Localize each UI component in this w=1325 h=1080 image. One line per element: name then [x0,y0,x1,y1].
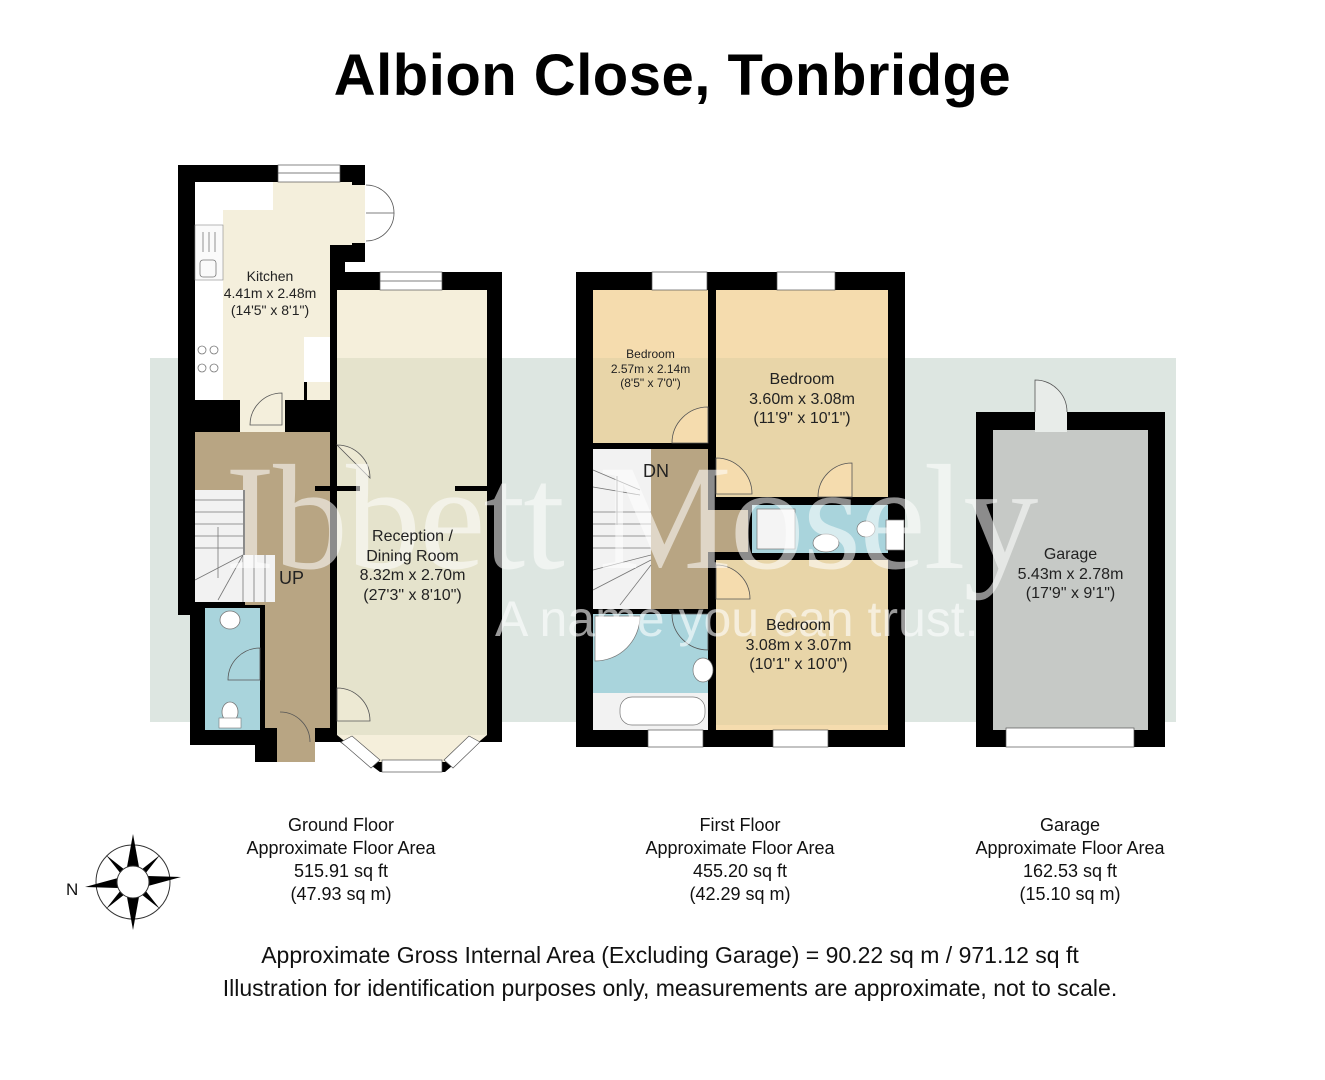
room-label-bedroom-large: Bedroom 3.60m x 3.08m (11'9" x 10'1") [749,371,855,428]
compass-north-label: N [66,880,79,899]
garage-summary: Garage Approximate Floor Area 162.53 sq … [975,815,1165,904]
stairs-down-label: DN [643,461,669,481]
room-label-reception: Reception / Dining Room 8.32m x 2.70m (2… [359,528,466,604]
page-title: Albion Close, Tonbridge [333,43,1012,108]
room-label-kitchen: Kitchen 4.41m x 2.48m (14'5" x 8'1") [223,268,317,319]
room-label-bedroom-bottom: Bedroom 3.08m x 3.07m (10'1" x 10'0") [745,617,852,674]
room-label-bedroom-small: Bedroom 2.57m x 2.14m (8'5" x 7'0") [610,347,691,391]
ground-floor-plan [178,164,502,773]
stairs-up-label: UP [279,568,305,588]
first-floor-summary: First Floor Approximate Floor Area 455.2… [645,815,835,904]
watermark-brand: Ibbett Mosely [225,435,1038,601]
disclaimer-text: Illustration for identification purposes… [222,975,1118,1001]
garage-floor [993,430,1148,730]
first-floor-plan [576,271,905,748]
room-label-garage: Garage 5.43m x 2.78m (17'9" x 9'1") [1017,546,1124,603]
gross-area-text: Approximate Gross Internal Area (Excludi… [261,942,1079,968]
watermark-tagline: A name you can trust. [495,591,979,647]
ground-floor-summary: Ground Floor Approximate Floor Area 515.… [246,815,436,904]
garage-plan [976,379,1165,748]
compass-rose-icon [85,834,181,930]
